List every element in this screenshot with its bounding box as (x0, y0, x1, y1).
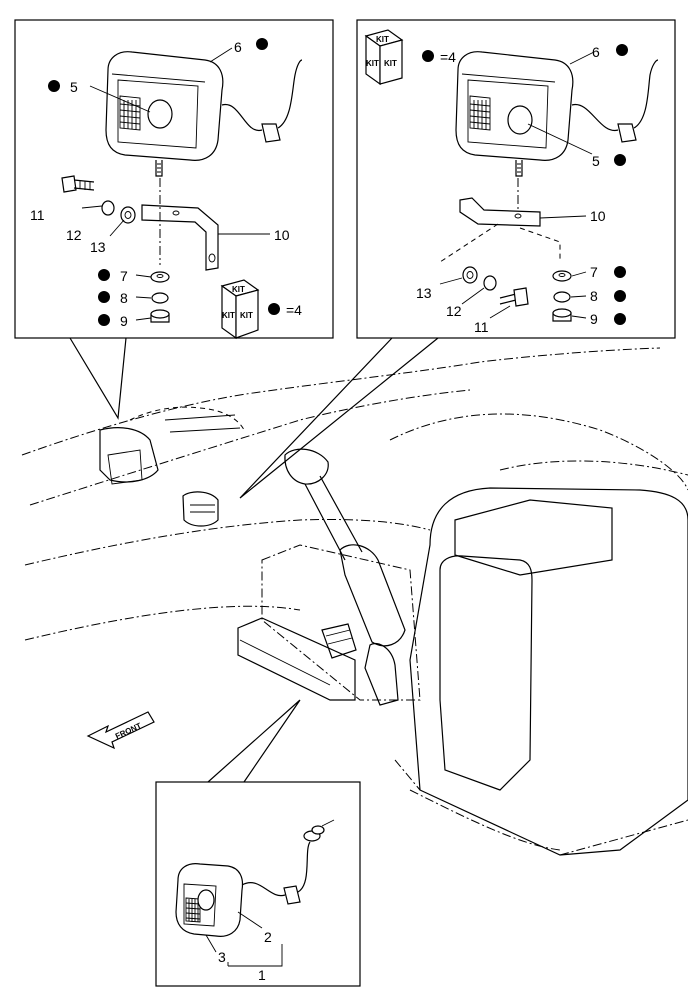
marker-dot (614, 266, 626, 278)
callout-2: 2 (264, 929, 272, 945)
callout-5: 5 (592, 153, 600, 169)
callout-12: 12 (446, 303, 462, 319)
marker-dot (614, 313, 626, 325)
left-detail-panel: KIT KIT KIT 6 5 11 12 13 10 7 8 9 =4 (14, 19, 334, 340)
callout-6: 6 (592, 44, 600, 60)
marker-dot (614, 290, 626, 302)
callout-10: 10 (590, 208, 606, 224)
callout-1: 1 (258, 967, 266, 983)
kit-cube-icon: KIT KIT KIT (220, 279, 260, 340)
marker-dot (98, 269, 110, 281)
lamp-lens-grid (185, 897, 201, 923)
marker-dot (256, 38, 268, 50)
kit-label-right: KIT (384, 59, 397, 68)
callout-lines (69, 337, 439, 783)
kit-label-left: KIT (366, 59, 379, 68)
marker-dot (98, 291, 110, 303)
callout-6: 6 (234, 39, 242, 55)
callout-9: 9 (120, 313, 128, 329)
callout-5: 5 (70, 79, 78, 95)
front-arrow-icon: FRONT (86, 711, 155, 750)
callout-7: 7 (120, 268, 128, 284)
callout-10: 10 (274, 227, 290, 243)
kit-label-top: KIT (376, 35, 389, 44)
kit-label-right: KIT (240, 311, 253, 320)
kit-quantity: =4 (286, 302, 302, 318)
marker-dot (98, 314, 110, 326)
callout-7: 7 (590, 264, 598, 280)
excavator-outline (21, 347, 688, 856)
callout-8: 8 (590, 288, 598, 304)
callout-9: 9 (590, 311, 598, 327)
bottom-detail-panel: 2 3 1 (155, 781, 361, 987)
kit-quantity: =4 (440, 49, 456, 65)
lamp-lens-grid (119, 95, 141, 131)
lamp-lens-grid (469, 95, 491, 131)
kit-label-left: KIT (222, 311, 235, 320)
callout-13: 13 (416, 285, 432, 301)
kit-cube-icon: KIT KIT KIT (364, 29, 404, 86)
callout-12: 12 (66, 227, 82, 243)
callout-8: 8 (120, 290, 128, 306)
marker-dot (268, 303, 280, 315)
marker-dot (616, 44, 628, 56)
callout-11: 11 (30, 207, 45, 223)
right-detail-panel: KIT KIT KIT =4 (356, 19, 676, 339)
marker-dot (48, 80, 60, 92)
marker-dot (614, 154, 626, 166)
kit-label-top: KIT (232, 285, 245, 294)
callout-11: 11 (474, 319, 489, 335)
marker-dot (422, 50, 434, 62)
callout-13: 13 (90, 239, 106, 255)
callout-3: 3 (218, 949, 226, 965)
